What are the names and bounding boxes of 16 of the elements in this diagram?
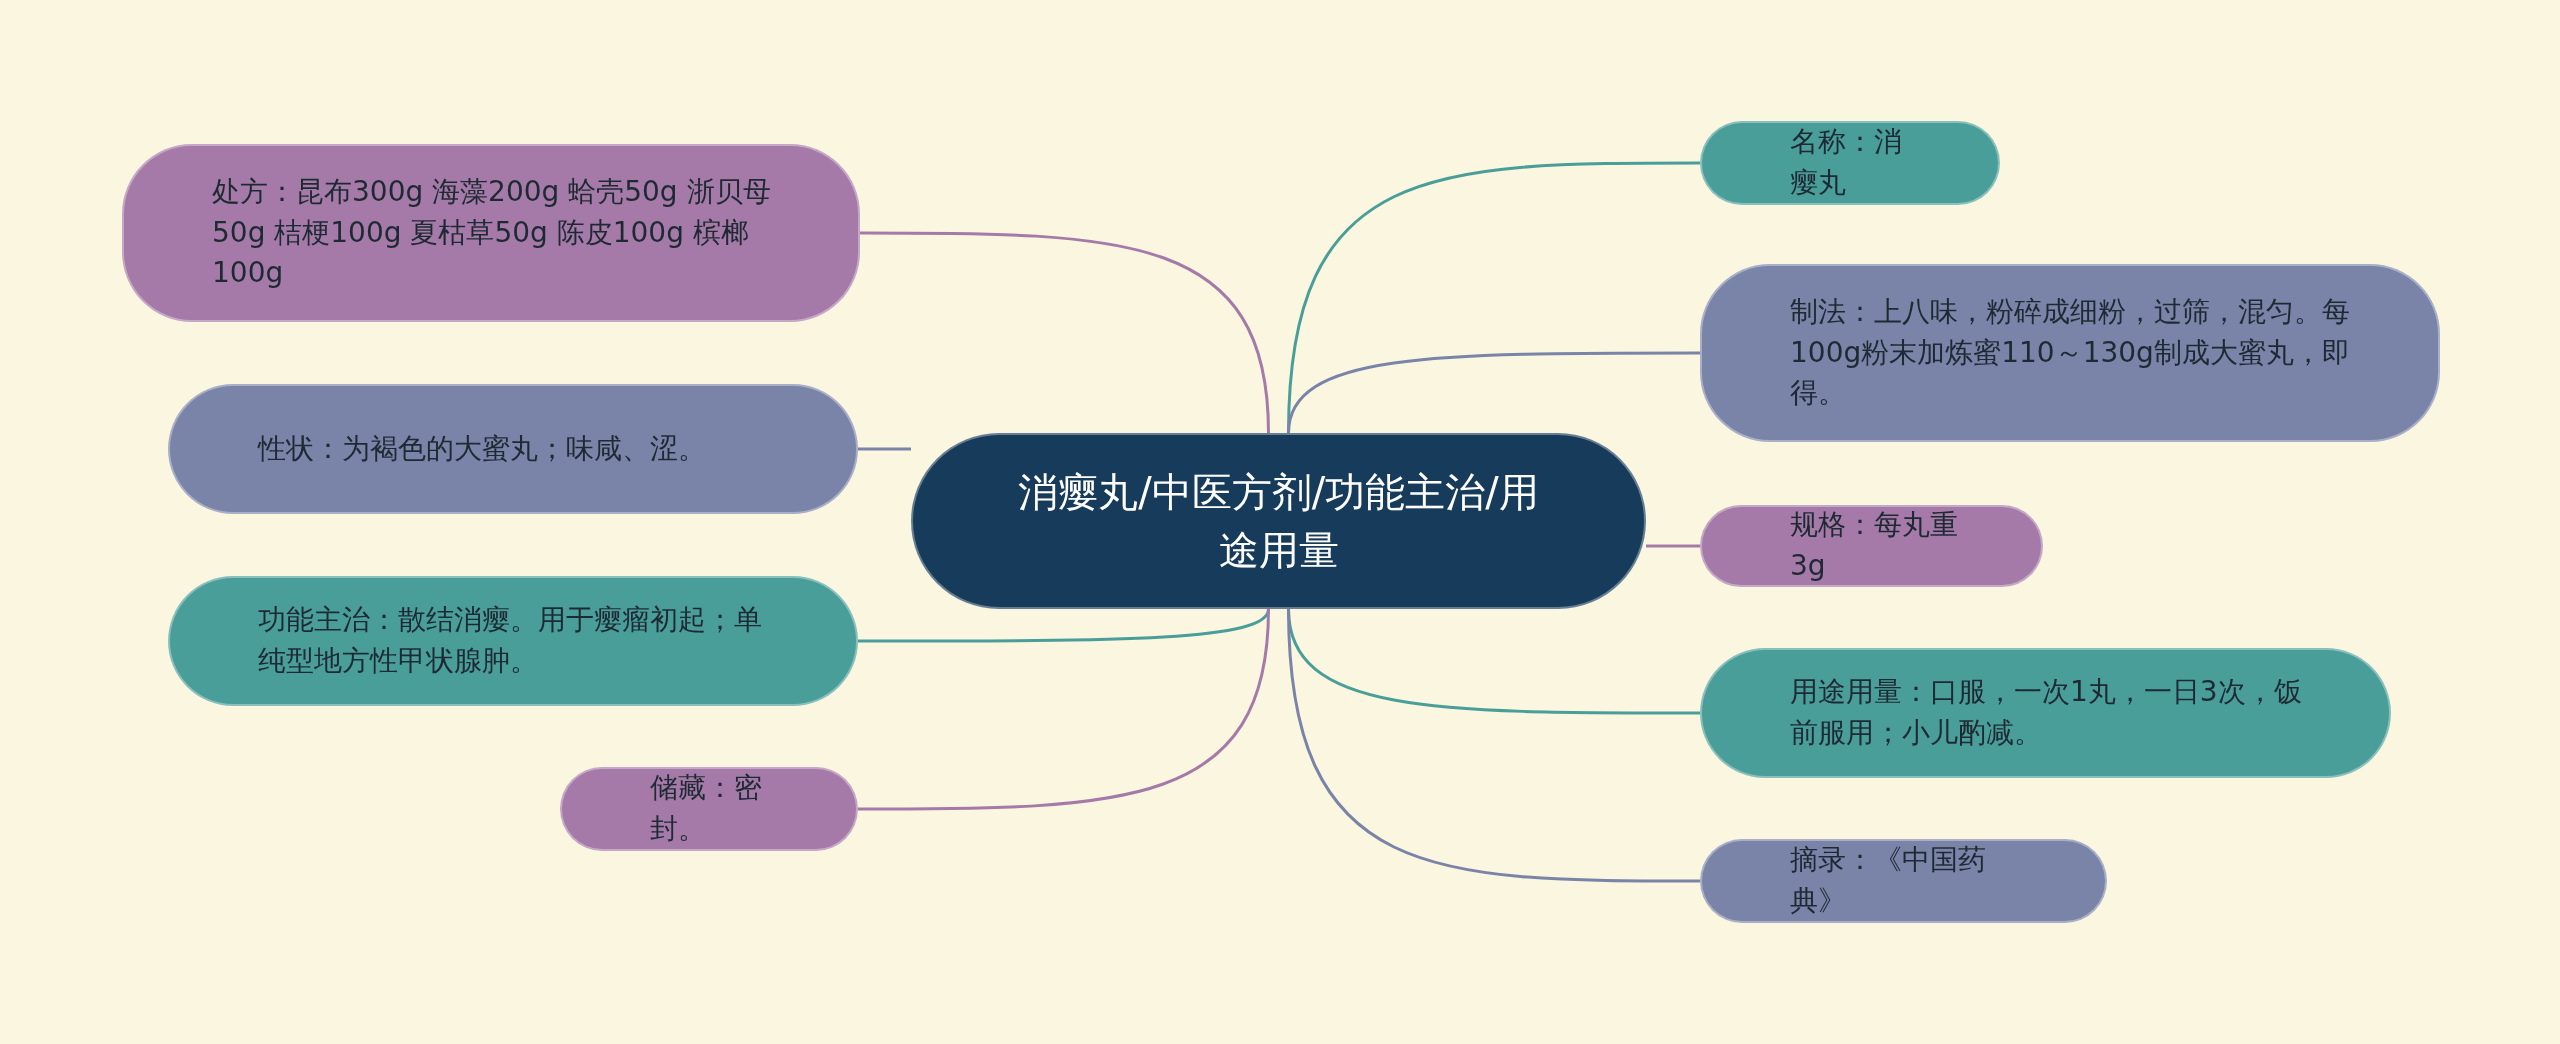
topic-text: 名称：消瘿丸 xyxy=(1790,124,1903,201)
connector-line xyxy=(1287,608,1700,883)
connector-line xyxy=(1646,544,1700,548)
topic-text: 处方：昆布300g 海藻200g 蛤壳50g 浙贝母50g 桔梗100g 夏枯草50g 陈皮100g 槟榔100g xyxy=(212,174,772,292)
connector-line xyxy=(860,231,1270,434)
topic-text: 性状：为褐色的大蜜丸；味咸、涩。 xyxy=(258,430,706,467)
connector-line xyxy=(858,608,1270,811)
topic-text: 规格：每丸重3g xyxy=(1790,507,1959,584)
topic-text: 用途用量：口服，一次1丸，一日3次，饭前服用；小儿酌减。 xyxy=(1790,674,2303,751)
topic-text: 储藏：密封。 xyxy=(650,770,763,847)
connector-line xyxy=(1287,351,1700,434)
topic-text: 功能主治：散结消瘿。用于瘿瘤初起；单纯型地方性甲状腺肿。 xyxy=(258,602,763,679)
topic-text: 消瘿丸/中医方剂/功能主治/用途用量 xyxy=(1017,468,1540,575)
topic-text: 摘录：《中国药典》 xyxy=(1790,842,1987,919)
connector-line xyxy=(858,447,911,451)
topic-text: 制法：上八味，粉碎成细粉，过筛，混匀。每100g粉末加炼蜜110～130g制成大蜜丸，即得。 xyxy=(1790,294,2351,412)
